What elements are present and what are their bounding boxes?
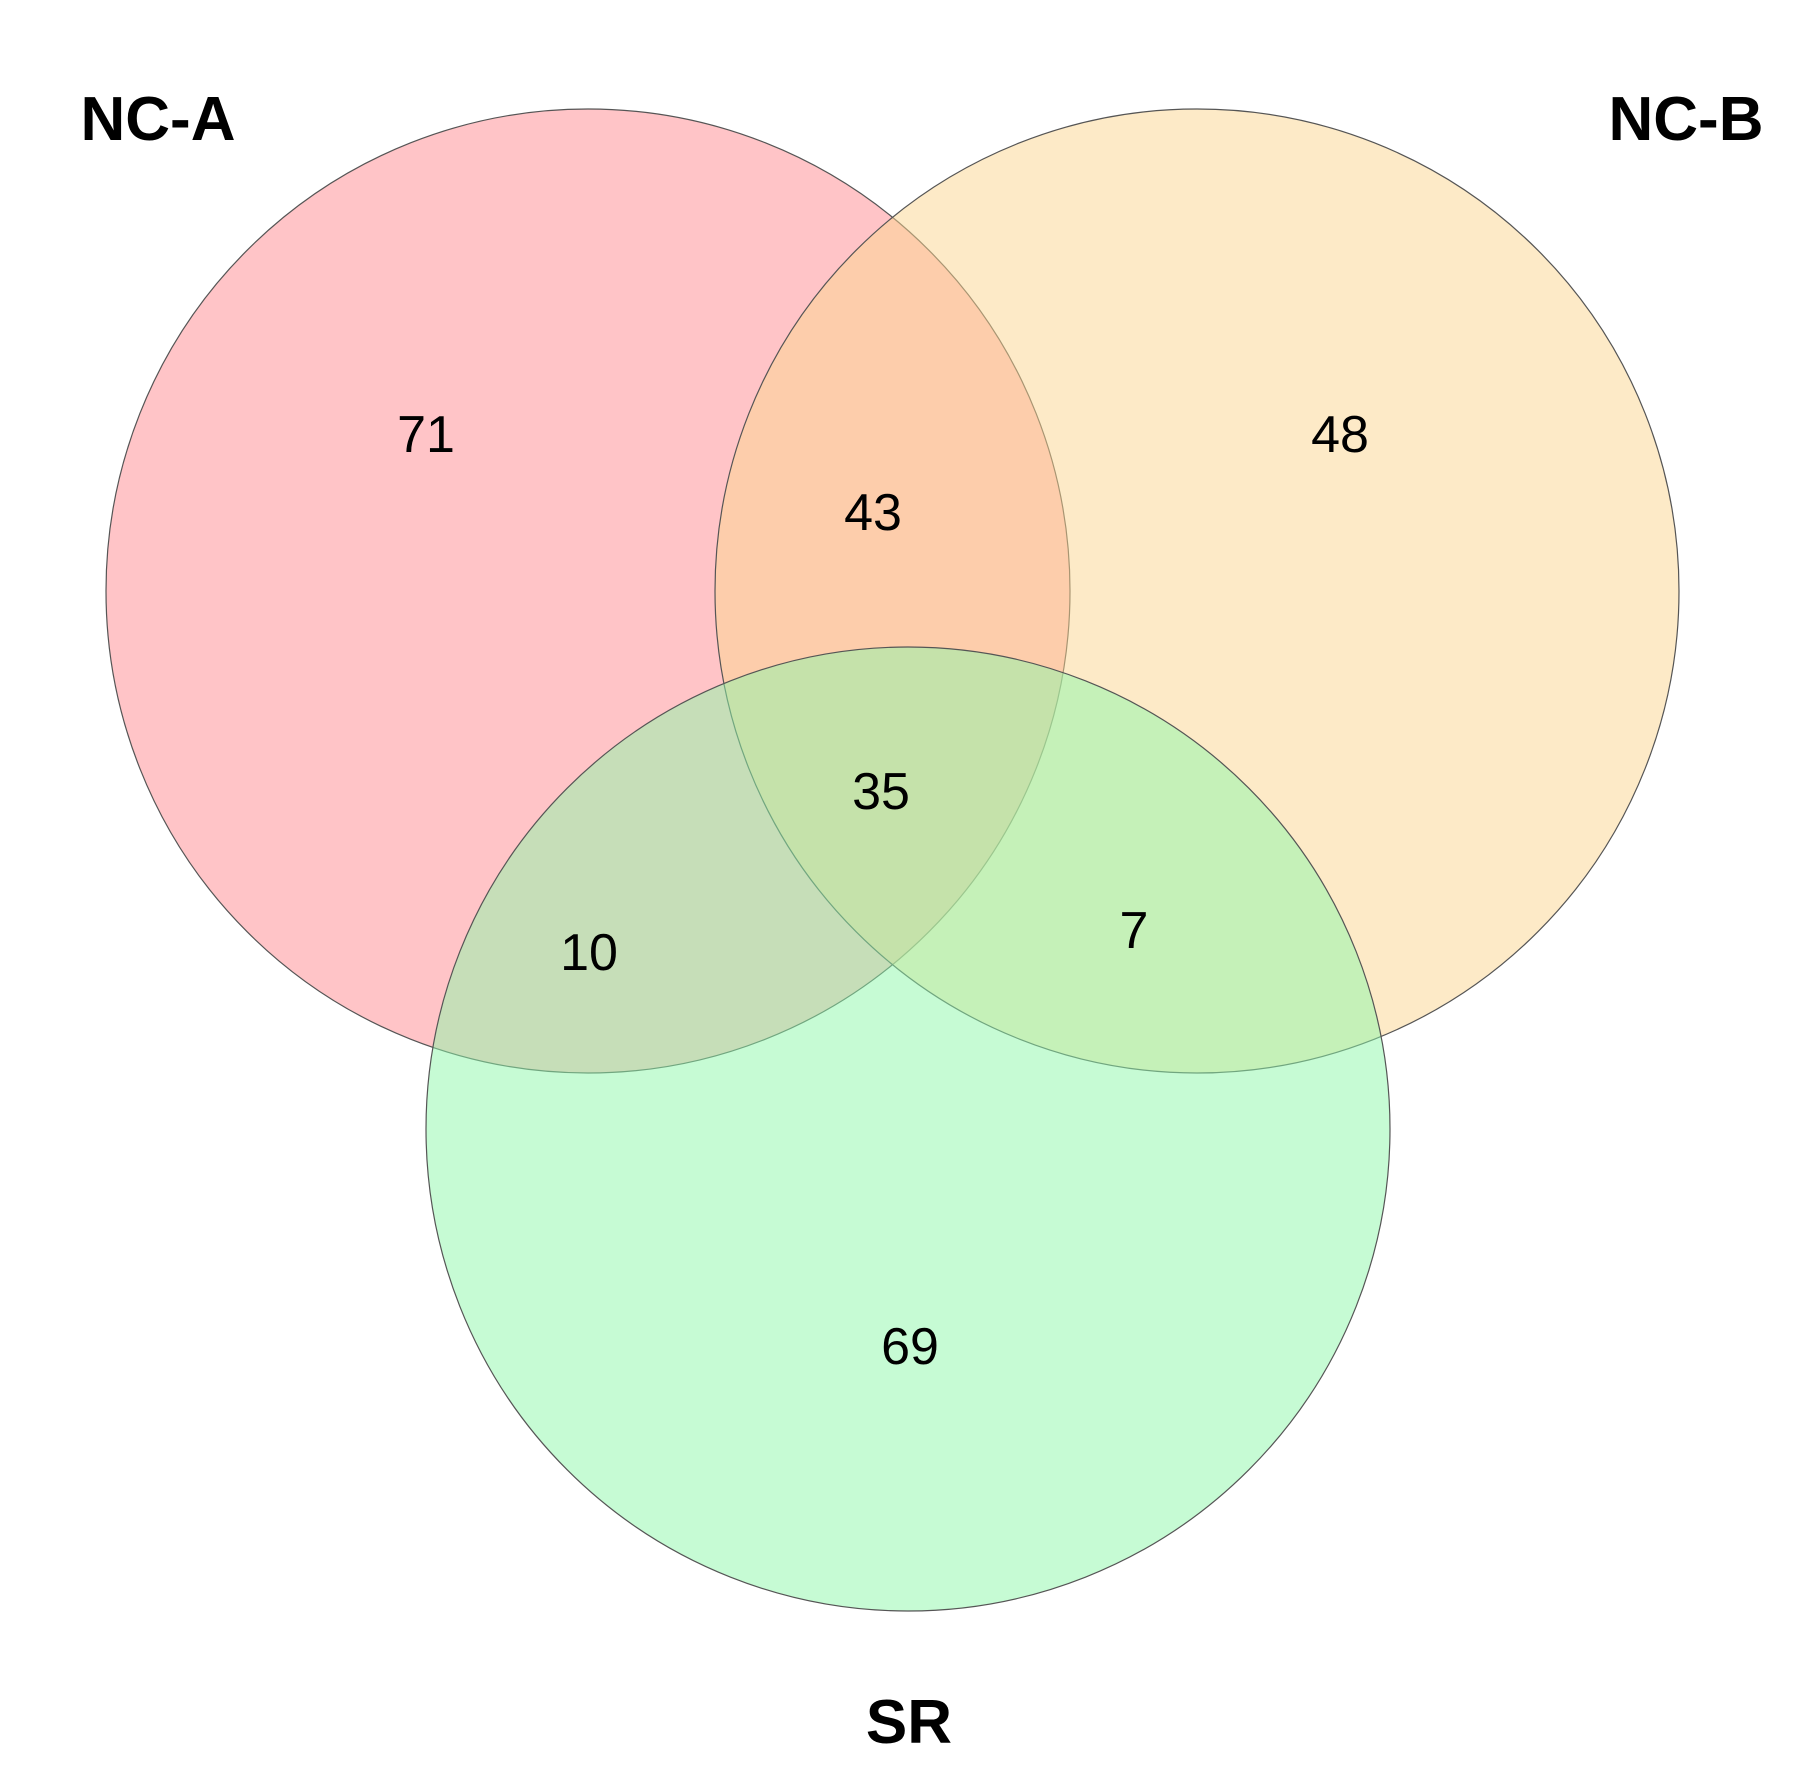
count-nc-b-only: 48 — [1311, 406, 1369, 464]
set-circle-sr — [425, 646, 1391, 1612]
set-label-nc-b: NC-B — [1609, 85, 1764, 154]
count-nc-b-sr: 7 — [1120, 902, 1149, 960]
count-nc-a-sr: 10 — [560, 924, 618, 982]
count-all-three: 35 — [852, 763, 910, 821]
set-label-sr: SR — [866, 1688, 952, 1757]
set-label-nc-a: NC-A — [81, 85, 236, 154]
count-nc-a-nc-b: 43 — [844, 484, 902, 542]
count-sr-only: 69 — [881, 1318, 939, 1376]
count-nc-a-only: 71 — [397, 406, 455, 464]
